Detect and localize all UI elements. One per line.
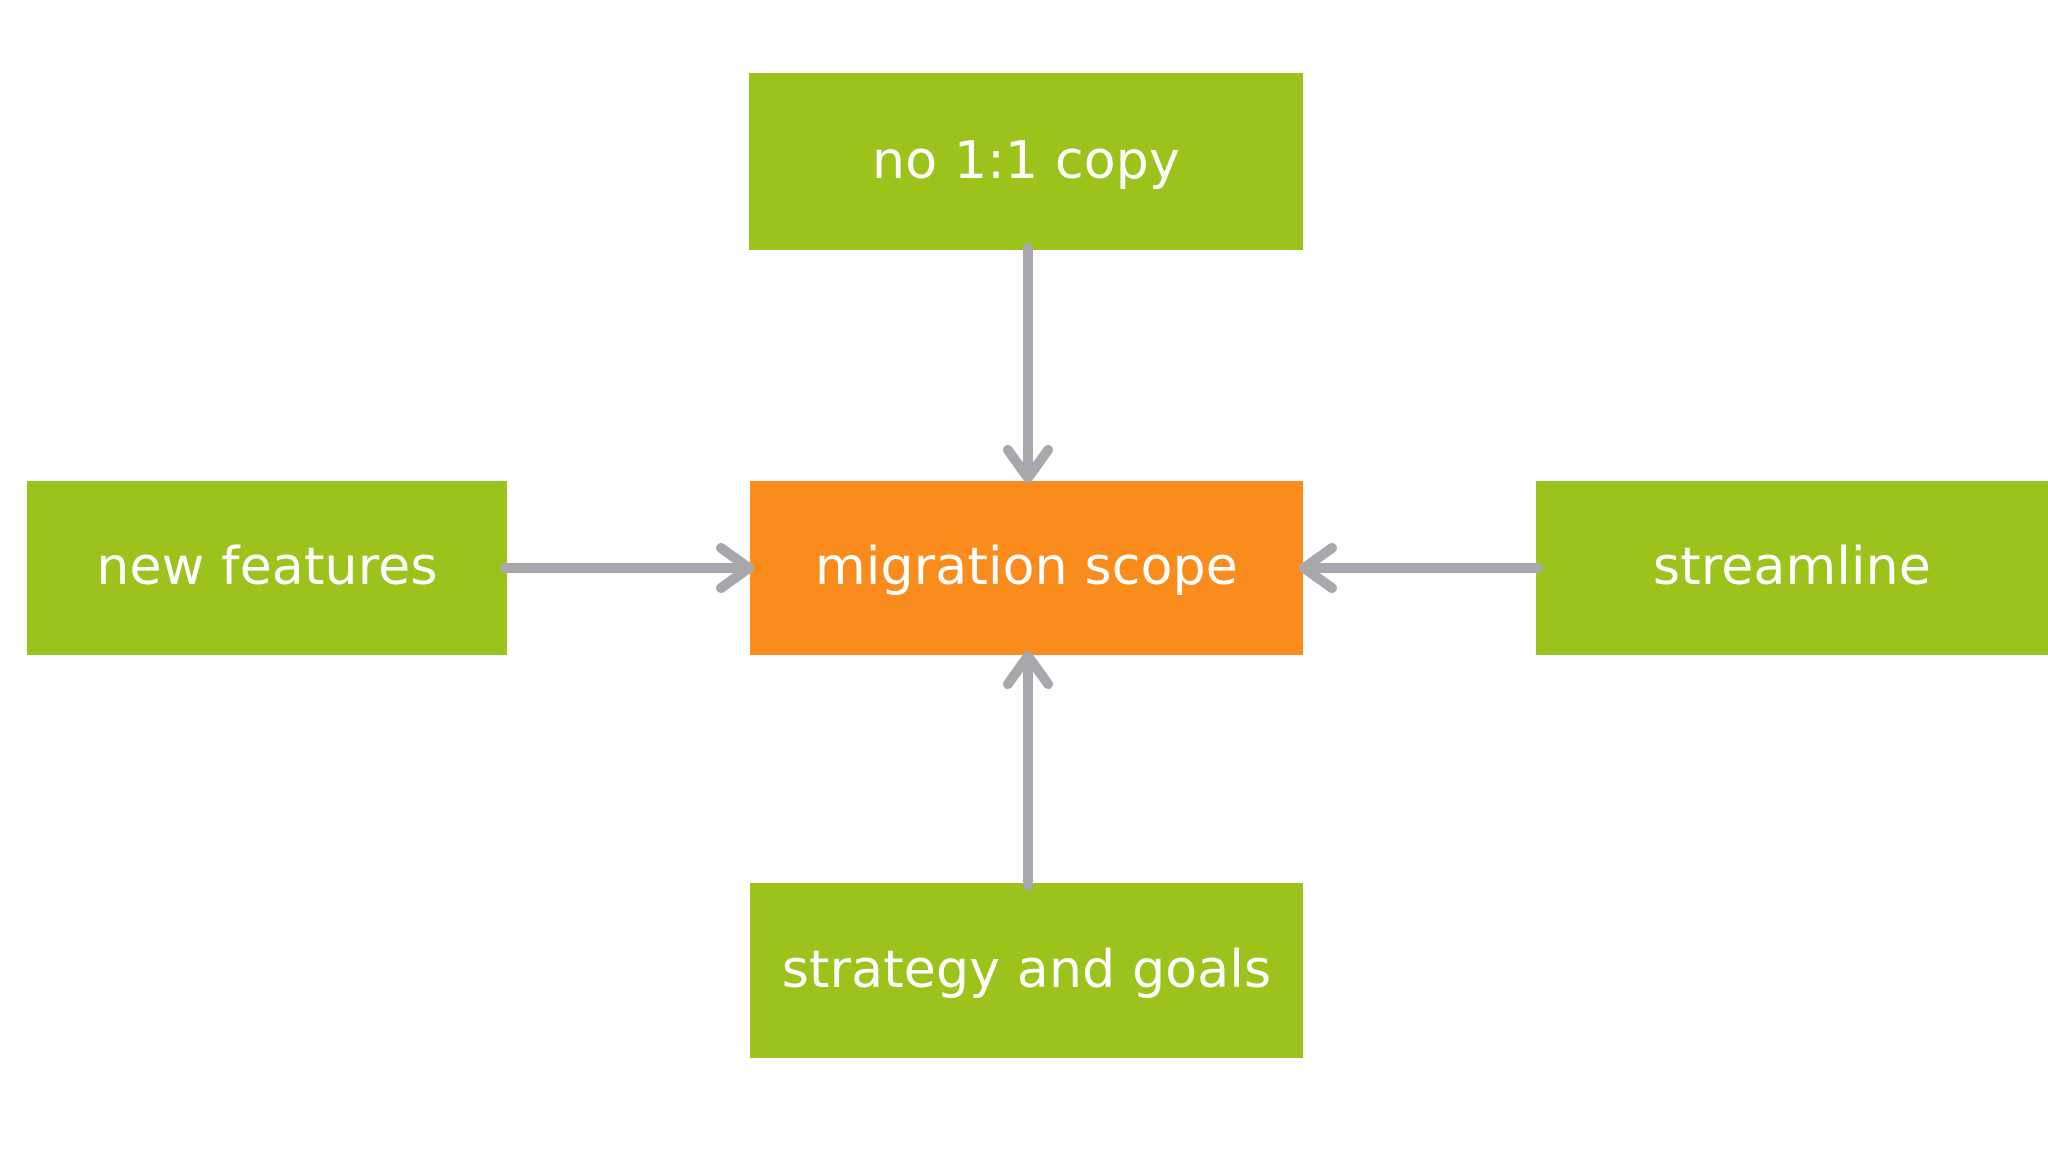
arrow-bottom-to-center	[1003, 651, 1053, 891]
node-label: migration scope	[815, 537, 1238, 598]
arrowhead-down-icon	[1003, 445, 1053, 483]
arrow-left-to-center	[500, 543, 754, 593]
node-label: new features	[96, 537, 438, 598]
node-strategy-and-goals[interactable]: strategy and goals	[750, 883, 1303, 1058]
node-label: streamline	[1652, 537, 1932, 598]
node-streamline[interactable]: streamline	[1536, 481, 2048, 655]
node-label: strategy and goals	[781, 939, 1272, 1000]
arrow-right-to-center	[1299, 543, 1543, 593]
node-new-features[interactable]: new features	[27, 481, 507, 655]
arrowhead-right-icon	[716, 543, 754, 593]
node-migration-scope[interactable]: migration scope	[750, 481, 1303, 655]
arrowhead-left-icon	[1299, 543, 1337, 593]
node-no-1-1-copy[interactable]: no 1:1 copy	[749, 73, 1303, 250]
node-label: no 1:1 copy	[872, 130, 1180, 191]
arrowhead-up-icon	[1003, 651, 1053, 689]
arrow-top-to-center	[1003, 243, 1053, 483]
